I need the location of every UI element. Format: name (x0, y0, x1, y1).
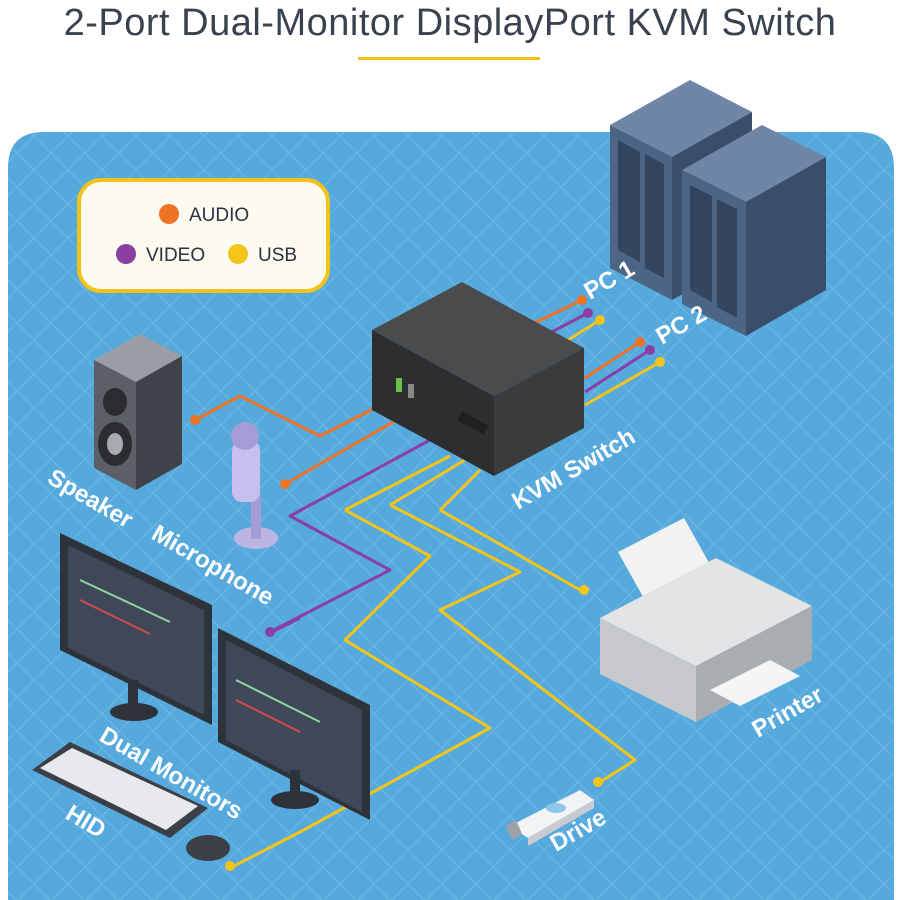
legend-audio-label: AUDIO (189, 205, 249, 226)
keyboard (32, 742, 208, 838)
usb-cables (225, 454, 637, 871)
title-underline (358, 57, 540, 60)
legend-audio-dot (159, 204, 179, 224)
legend-usb-dot (228, 244, 248, 264)
legend: AUDIO VIDEO USB (77, 178, 330, 293)
monitor-left (60, 533, 212, 725)
legend-video-dot (116, 244, 136, 264)
mouse (186, 835, 230, 861)
kvm-switch (372, 282, 584, 476)
printer (600, 518, 812, 722)
page-title: 2-Port Dual-Monitor DisplayPort KVM Swit… (63, 2, 837, 44)
pc2-cables (584, 337, 665, 407)
video-cables (265, 438, 431, 637)
pc2-tower (682, 125, 826, 336)
usb-drive (506, 790, 594, 846)
legend-video-label: VIDEO (146, 245, 205, 266)
monitor-right (218, 628, 370, 820)
speaker (94, 334, 182, 490)
legend-usb-label: USB (258, 245, 297, 266)
microphone (231, 422, 278, 549)
